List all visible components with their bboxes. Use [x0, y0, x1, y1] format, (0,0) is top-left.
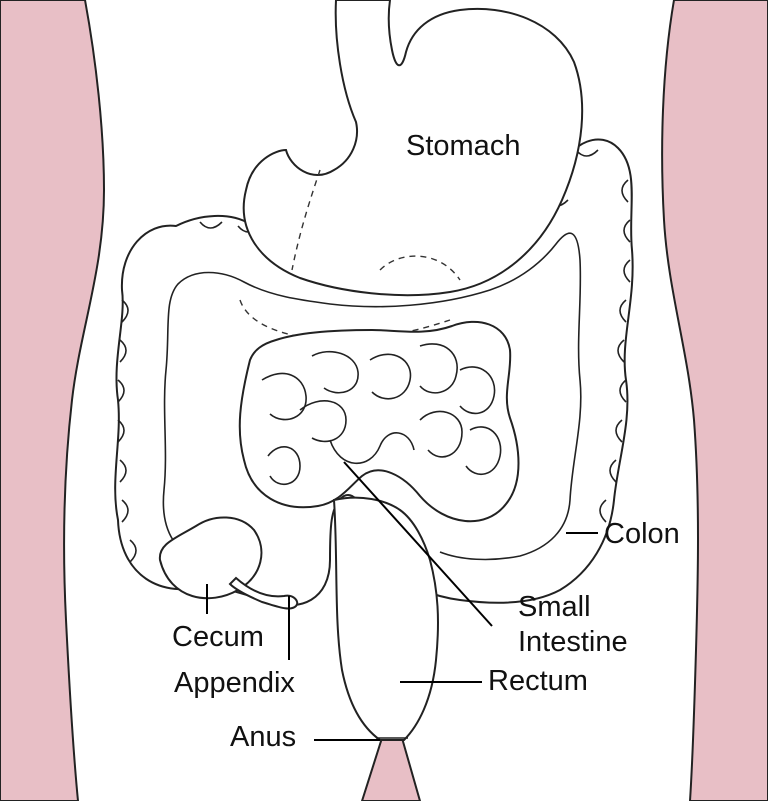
small-intestine	[238, 320, 520, 523]
leader-lines	[206, 461, 598, 741]
leader-small-intestine	[343, 461, 493, 627]
appendix	[228, 576, 299, 610]
label-colon: Colon	[604, 518, 680, 550]
label-appendix: Appendix	[174, 667, 295, 699]
rectum	[332, 496, 439, 741]
labels: Stomach Colon Small Intestine Cecum Appe…	[172, 130, 680, 753]
label-stomach: Stomach	[406, 130, 520, 162]
crotch	[360, 737, 422, 801]
torso-left-side	[0, 0, 106, 801]
label-small-intestine-line2: Intestine	[518, 626, 628, 658]
colon-haustra-left	[117, 299, 137, 563]
colon-haustra-right	[599, 179, 631, 523]
label-anus: Anus	[230, 721, 296, 753]
label-small-intestine-line1: Small	[518, 591, 591, 623]
rectum-body	[332, 496, 439, 741]
colon-inner-fold	[162, 232, 582, 561]
cecum-appendix	[158, 516, 299, 610]
label-rectum: Rectum	[488, 665, 588, 697]
small-intestine-body	[238, 320, 520, 523]
label-cecum: Cecum	[172, 621, 264, 653]
small-intestine-loops	[261, 343, 502, 486]
stomach-body	[242, 0, 584, 297]
torso-right-side	[661, 0, 768, 801]
